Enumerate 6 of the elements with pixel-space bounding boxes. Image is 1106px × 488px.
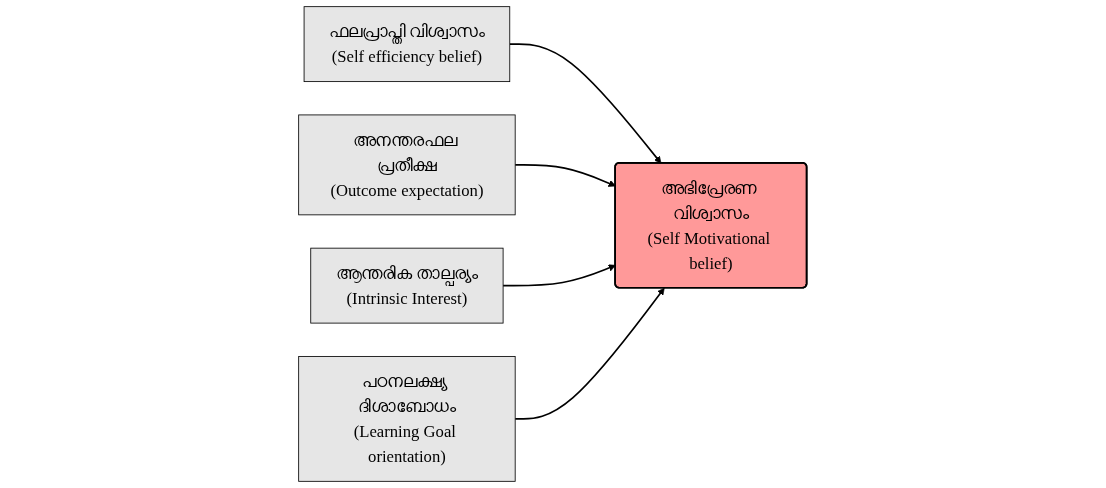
node-box: പഠനലക്ഷ്യ ദിശാബോധം (Learning Goal orientation): [298, 356, 516, 482]
node-box: ആന്തരിക താല്പര്യം (Intrinsic Interest): [310, 247, 504, 324]
node-box: അനന്തരഫല പ്രതീക്ഷ (Outcome expectation): [298, 114, 516, 216]
node-box: ഫലപ്രാപ്തി വിശ്വാസം (Self efficiency belief): [304, 6, 511, 83]
arrow: [509, 43, 662, 164]
arrow: [514, 287, 665, 420]
